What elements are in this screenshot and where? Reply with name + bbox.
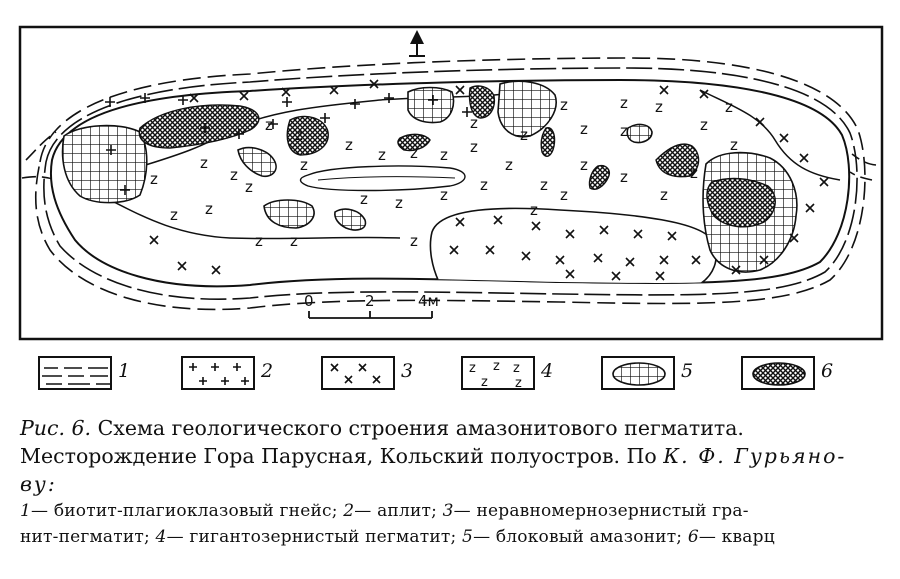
svg-text:z: z <box>265 116 273 134</box>
legend-number: 4 <box>541 360 554 382</box>
caption-title-line: Рис. 6. Схема геологического строения ам… <box>20 414 882 442</box>
svg-text:z: z <box>170 206 178 224</box>
svg-text:z: z <box>440 146 448 164</box>
svg-text:z: z <box>540 176 548 194</box>
caption-source-line-2: ву: <box>20 470 882 498</box>
zone-boundary <box>699 89 841 181</box>
caption-item-text: — блоковый амазонит; <box>473 527 688 547</box>
map-frame <box>18 25 884 341</box>
caption-item-text: — аплит; <box>354 501 443 521</box>
caption-item-text: — кварц <box>698 527 775 547</box>
legend-number: 6 <box>821 360 834 382</box>
stippled-blob-icon <box>741 356 815 390</box>
plus-signs-icon <box>181 356 255 390</box>
caption-source-text: Месторождение Гора Парусная, Кольский по… <box>20 444 664 468</box>
scale-tick-2: 2 <box>365 292 375 310</box>
svg-text:z: z <box>230 166 238 184</box>
svg-text:z: z <box>470 114 478 132</box>
svg-text:z: z <box>513 361 520 376</box>
caption-legend-line-2: нит-пегматит; 4— гигантозернистый пегмат… <box>20 524 882 550</box>
svg-text:z: z <box>620 168 628 186</box>
legend-number: 1 <box>118 360 131 382</box>
svg-text:z: z <box>520 126 528 144</box>
svg-text:z: z <box>290 232 298 250</box>
svg-text:z: z <box>493 359 500 374</box>
caption-item-text: нит-пегматит; <box>20 527 156 547</box>
svg-text:z: z <box>725 98 733 116</box>
svg-text:z: z <box>481 375 488 390</box>
svg-text:z: z <box>560 96 568 114</box>
svg-text:z: z <box>469 361 476 376</box>
svg-text:z: z <box>300 156 308 174</box>
inner-lens-line <box>317 176 456 181</box>
svg-text:z: z <box>440 186 448 204</box>
svg-text:z: z <box>530 201 538 219</box>
scale-tick-0: 0 <box>304 292 314 310</box>
caption-title-text: Схема геологического строения амазонитов… <box>91 416 744 440</box>
svg-text:z: z <box>580 120 588 138</box>
quartz-bodies <box>138 85 776 228</box>
svg-text:z: z <box>480 176 488 194</box>
grid-blob-icon <box>601 356 675 390</box>
caption-item-number: 6 <box>687 527 699 547</box>
svg-text:z: z <box>295 126 303 144</box>
svg-text:z: z <box>505 156 513 174</box>
svg-text:z: z <box>470 138 478 156</box>
svg-text:z: z <box>660 186 668 204</box>
legend-number: 3 <box>401 360 414 382</box>
caption-item-number: 5 <box>462 527 474 547</box>
svg-text:z: z <box>205 200 213 218</box>
inner-lens <box>299 165 466 192</box>
svg-text:z: z <box>410 144 418 162</box>
aplite-symbols <box>105 93 472 195</box>
svg-text:z: z <box>150 170 158 188</box>
caption-item-text: — биотит-плагиоклазовый гнейс; <box>31 501 344 521</box>
svg-text:z: z <box>410 232 418 250</box>
caption-source-line: Месторождение Гора Парусная, Кольский по… <box>20 442 882 470</box>
cross-signs-icon <box>321 356 395 390</box>
svg-text:z: z <box>245 178 253 196</box>
svg-text:z: z <box>378 146 386 164</box>
svg-text:z: z <box>515 376 522 390</box>
caption-item-number: 3 <box>442 501 454 521</box>
figure-caption: Рис. 6. Схема геологического строения ам… <box>20 414 882 550</box>
scale-tick-4m: 4м <box>418 292 439 310</box>
figure-label: Рис. 6. <box>20 416 92 440</box>
svg-text:z: z <box>620 94 628 112</box>
svg-text:z: z <box>395 194 403 212</box>
granite-pegmatite-symbols <box>149 79 829 281</box>
svg-text:z: z <box>560 186 568 204</box>
caption-item-text: — гигантозернистый пегматит; <box>166 527 463 547</box>
north-arrow-icon <box>409 30 425 57</box>
svg-text:z: z <box>690 164 698 182</box>
svg-text:z: z <box>655 98 663 116</box>
svg-text:z: z <box>360 190 368 208</box>
caption-item-number: 2 <box>343 501 355 521</box>
dashed-lines-icon <box>38 356 112 390</box>
caption-item-text: — неравномернозернистый гра- <box>453 501 749 521</box>
svg-text:z: z <box>580 156 588 174</box>
caption-item-number: 1 <box>20 501 32 521</box>
zone-boundary <box>109 199 401 240</box>
caption-item-number: 4 <box>155 527 167 547</box>
caption-author-end: ву: <box>20 472 57 496</box>
svg-text:z: z <box>730 136 738 154</box>
svg-text:z: z <box>700 116 708 134</box>
caption-legend-line: 1— биотит-плагиоклазовый гнейс; 2— аплит… <box>20 498 882 524</box>
svg-text:z: z <box>345 136 353 154</box>
svg-text:z: z <box>620 122 628 140</box>
caption-author: К. Ф. Гурьяно- <box>663 444 847 468</box>
svg-text:z: z <box>255 232 263 250</box>
gneiss-bands <box>21 57 877 311</box>
legend-number: 5 <box>681 360 694 382</box>
legend-number: 2 <box>261 360 274 382</box>
svg-text:z: z <box>200 154 208 172</box>
scale-bar: 0 2 4м <box>304 292 439 319</box>
